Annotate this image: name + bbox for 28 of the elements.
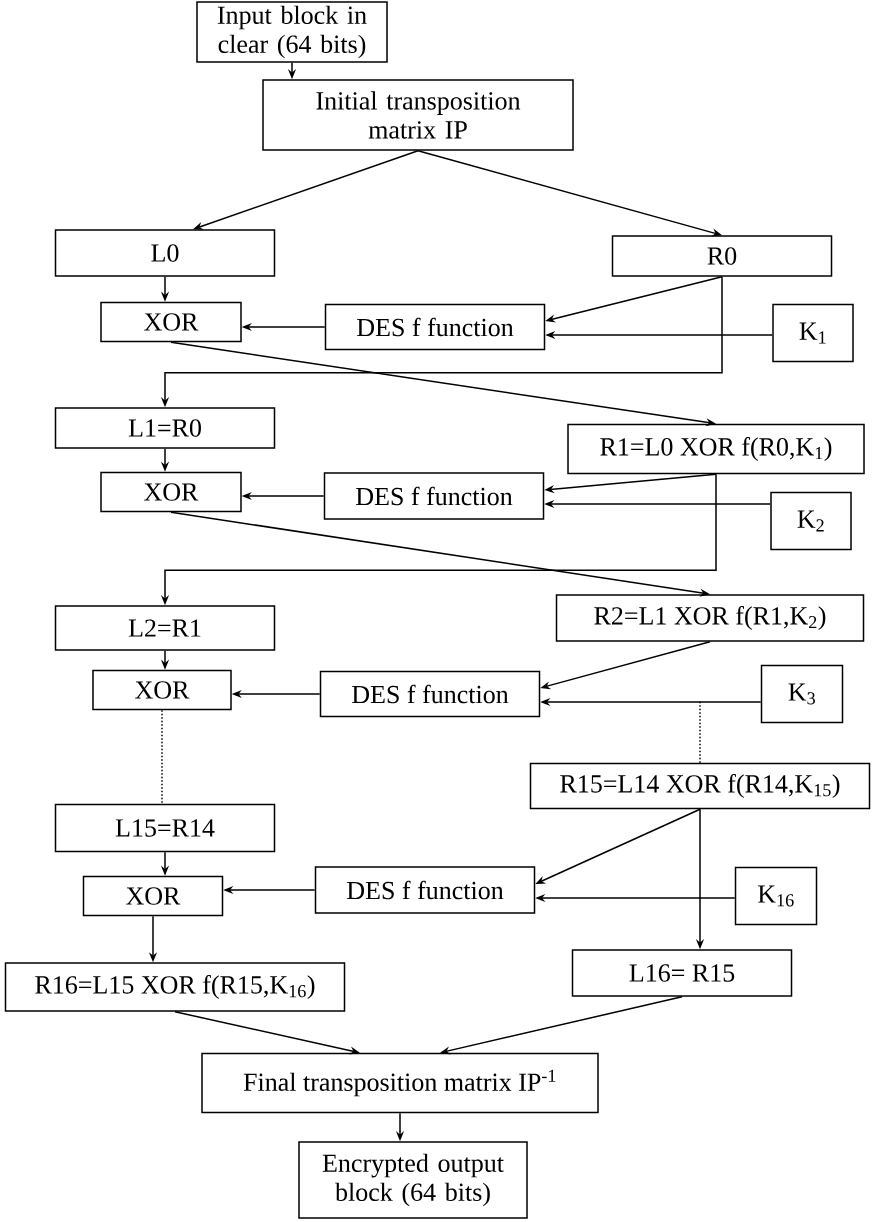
process-box: DES f function [324,303,546,351]
process-box: XOR [82,875,224,917]
process-box: L2=R1 [54,605,276,651]
process-box: K$_{1}$ [772,303,854,363]
process-box: R15=L14 XOR f(R14,K$_{15}$) [529,762,871,810]
process-box: Input block in clear (64 bits) [196,1,388,63]
process-box: L0 [54,229,276,277]
process-box: K$_{16}$ [734,866,818,926]
process-box: DES f function [319,670,541,718]
process-box: XOR [100,301,242,343]
process-box: XOR [92,669,232,711]
process-box: R1=L0 XOR f(R0,K$_{1}$) [567,423,865,475]
process-box: L1=R0 [54,407,276,449]
process-box: Encrypted output block (64 bits) [298,1141,528,1219]
dotted-line [699,699,701,764]
process-box: K$_{3}$ [760,664,844,724]
dotted-line [161,709,163,805]
process-box: XOR [100,471,242,513]
process-box: DES f function [323,472,545,520]
process-box: K$_{2}$ [770,491,852,551]
process-box: DES f function [314,866,536,914]
process-box: R16=L15 XOR f(R15,K$_{16}$) [4,962,346,1012]
process-box: R0 [611,235,833,277]
process-box: Final transposition matrix IP$^{-1}$ [201,1052,599,1114]
process-box: Initial transposition matrix IP [262,79,574,151]
process-box: L16= R15 [571,949,793,997]
process-box: L15=R14 [54,803,276,853]
process-box: R2=L1 XOR f(R1,K$_{2}$) [555,594,865,642]
